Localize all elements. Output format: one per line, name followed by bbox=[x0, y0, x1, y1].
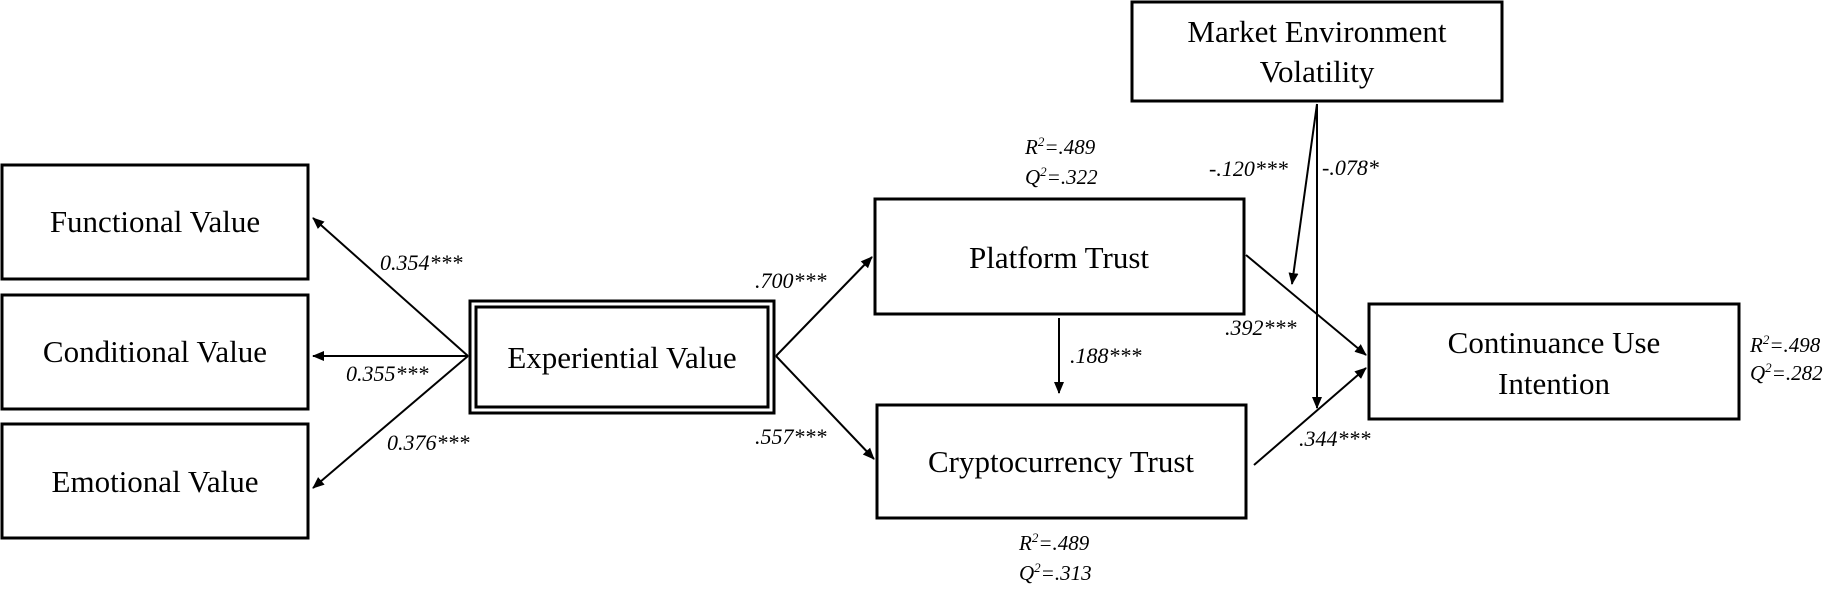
cryptocurrency-trust-label: Cryptocurrency Trust bbox=[928, 444, 1194, 479]
coef-ev-conditional: 0.355*** bbox=[346, 361, 429, 386]
coef-ev-emotional: 0.376*** bbox=[387, 430, 470, 455]
coef-mev-2: -.078* bbox=[1322, 155, 1379, 180]
functional-value-node: Functional Value bbox=[0, 163, 310, 281]
conditional-value-label: Conditional Value bbox=[43, 334, 267, 369]
arrow-ev-to-crypto-trust bbox=[775, 355, 875, 460]
continuance-intention-label-line1: Continuance Use bbox=[1448, 325, 1661, 360]
coef-platform-intention: .392*** bbox=[1225, 315, 1297, 340]
market-volatility-label-line1: Market Environment bbox=[1187, 14, 1447, 49]
arrow-crypto-to-intention bbox=[1253, 367, 1367, 466]
platform-r2: R2=.489 bbox=[1024, 134, 1096, 159]
market-volatility-label-line2: Volatility bbox=[1260, 54, 1375, 89]
intention-q2: Q2=.282 bbox=[1750, 360, 1823, 385]
arrow-ev-to-functional bbox=[312, 217, 469, 357]
functional-value-label: Functional Value bbox=[50, 204, 260, 239]
arrow-platform-to-intention bbox=[1245, 254, 1367, 356]
platform-trust-stats: R2=.489 Q2=.322 bbox=[1024, 134, 1098, 189]
emotional-value-label: Emotional Value bbox=[52, 464, 259, 499]
coef-ev-functional: 0.354*** bbox=[380, 250, 463, 275]
arrow-ev-to-emotional bbox=[312, 355, 469, 489]
continuance-use-intention-node: Continuance Use Intention bbox=[1367, 302, 1741, 421]
coef-platform-crypto: .188*** bbox=[1070, 343, 1142, 368]
experiential-value-node: Experiential Value bbox=[468, 299, 776, 415]
market-environment-volatility-node: Market Environment Volatility bbox=[1130, 0, 1504, 103]
coef-mev-1: -.120*** bbox=[1209, 156, 1288, 181]
platform-q2: Q2=.322 bbox=[1025, 164, 1098, 189]
arrow-ev-to-platform-trust bbox=[775, 256, 873, 357]
continuance-intention-label-line2: Intention bbox=[1498, 366, 1610, 401]
experiential-value-label: Experiential Value bbox=[507, 340, 736, 375]
cryptocurrency-trust-node: Cryptocurrency Trust bbox=[875, 403, 1248, 520]
coef-ev-crypto: .557*** bbox=[755, 424, 827, 449]
platform-trust-label: Platform Trust bbox=[969, 240, 1149, 275]
platform-trust-node: Platform Trust bbox=[873, 197, 1246, 316]
crypto-q2: Q2=.313 bbox=[1019, 560, 1092, 585]
coef-crypto-intention: .344*** bbox=[1299, 426, 1371, 451]
intention-stats: R2=.498 Q2=.282 bbox=[1749, 332, 1823, 385]
conditional-value-node: Conditional Value bbox=[0, 293, 310, 411]
arrow-mev-moderation-1 bbox=[1288, 103, 1318, 285]
coef-ev-platform: .700*** bbox=[755, 268, 827, 293]
intention-r2: R2=.498 bbox=[1749, 332, 1821, 357]
crypto-r2: R2=.489 bbox=[1018, 530, 1090, 555]
crypto-trust-stats: R2=.489 Q2=.313 bbox=[1018, 530, 1092, 585]
emotional-value-node: Emotional Value bbox=[0, 422, 310, 540]
